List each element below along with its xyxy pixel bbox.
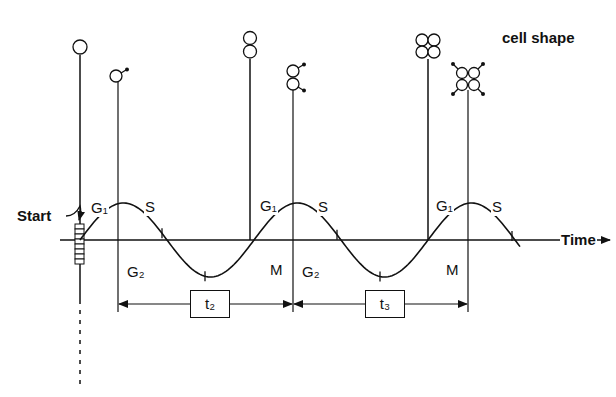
phase-line — [117, 82, 118, 312]
duration-label: t₂ — [205, 296, 215, 313]
duration-box: t₃ — [365, 290, 405, 318]
start-stack — [75, 224, 84, 264]
phase-line — [292, 90, 293, 312]
phase-label: S — [491, 199, 503, 216]
heading-label: cell shape — [501, 30, 576, 47]
phase-tick — [379, 272, 380, 282]
phase-tick — [511, 231, 512, 241]
phase-line — [467, 90, 468, 312]
phase-label: S — [144, 199, 156, 216]
phase-tick — [336, 230, 337, 240]
axis-label: Time — [560, 232, 597, 249]
division-line — [427, 59, 429, 240]
phase-label: M — [269, 262, 284, 279]
phase-tick — [204, 271, 205, 281]
phase-label: G₂ — [301, 264, 321, 281]
phase-label: G₁ — [90, 200, 109, 217]
duration-label: t₃ — [380, 296, 390, 313]
phase-label: G₁ — [259, 198, 278, 215]
cell-shapes — [73, 32, 482, 94]
time-axis — [60, 239, 610, 241]
phase-label: M — [445, 262, 460, 279]
start-label: Start — [16, 208, 52, 225]
phase-label: G₂ — [126, 264, 146, 281]
division-line — [249, 59, 251, 240]
phase-label: G₁ — [435, 198, 454, 215]
cell-dots — [125, 62, 485, 96]
division-line — [79, 300, 81, 390]
phase-label: S — [317, 199, 329, 216]
start-arrow — [66, 206, 81, 220]
duration-box: t₂ — [190, 290, 230, 318]
phase-tick — [161, 228, 162, 238]
